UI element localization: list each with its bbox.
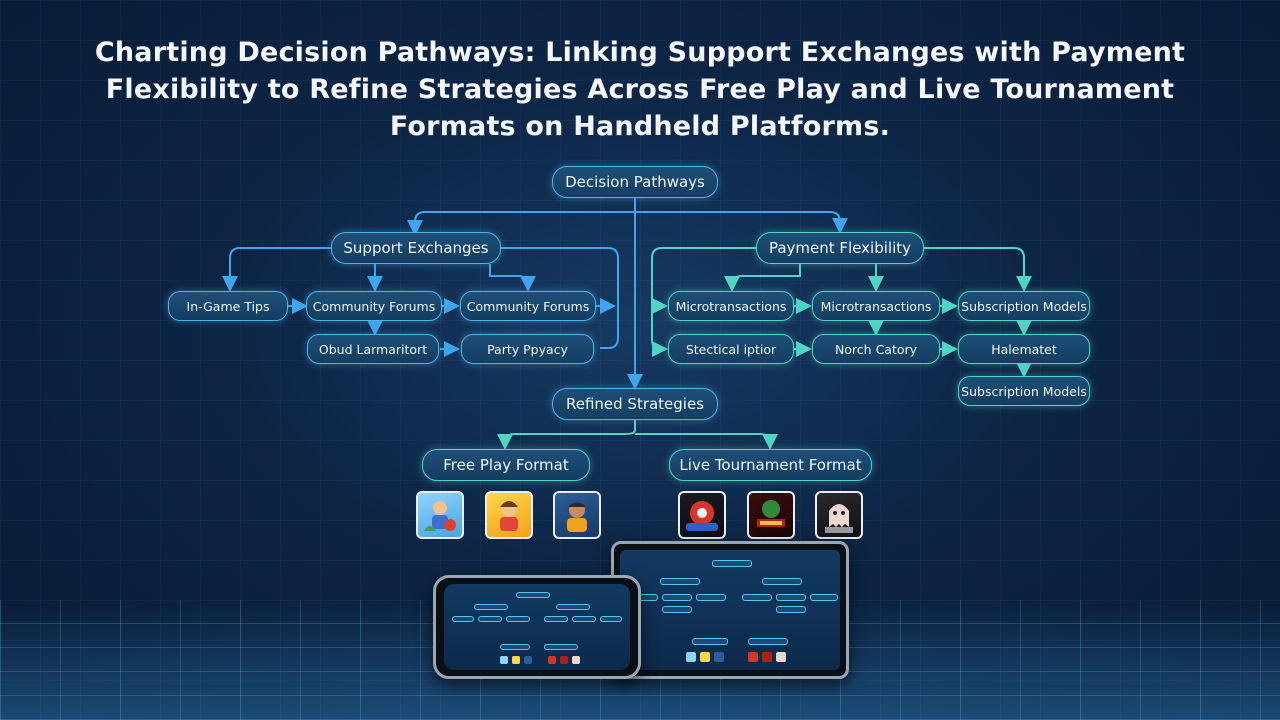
node-refined-strategies[interactable]: Refined Strategies [552, 388, 718, 420]
edge-support-left [222, 247, 332, 292]
node-microtransactions-1[interactable]: Microtransactions [668, 291, 794, 321]
edge-root-payment [635, 211, 848, 234]
page-title: Charting Decision Pathways: Linking Supp… [94, 37, 1186, 142]
farmer-character-icon[interactable] [416, 491, 464, 539]
node-payment-flexibility[interactable]: Payment Flexibility [756, 232, 924, 264]
red-robot-icon[interactable] [678, 491, 726, 539]
node-obud-larmaritort[interactable]: Obud Larmaritort [307, 334, 439, 364]
node-microtransactions-2[interactable]: Microtransactions [812, 291, 940, 321]
node-subscription-models-2[interactable]: Subscription Models [958, 376, 1090, 406]
node-community-forums-2[interactable]: Community Forums [460, 291, 596, 321]
edge-root-support [407, 198, 636, 236]
edge-payment-micro1 [724, 264, 801, 292]
edge-refined-freeplay [497, 420, 636, 450]
node-subscription-models-1[interactable]: Subscription Models [958, 291, 1090, 321]
node-decision-pathways[interactable]: Decision Pathways [552, 166, 718, 198]
phone-device [433, 575, 641, 679]
edge-payment-sub1 [922, 247, 1032, 292]
tablet-screen-diagram [620, 550, 840, 670]
node-halematet[interactable]: Halematet [958, 334, 1090, 364]
node-support-exchanges[interactable]: Support Exchanges [331, 232, 501, 264]
edge-refined-live [635, 433, 778, 450]
battle-arena-icon[interactable] [747, 491, 795, 539]
tablet-device [611, 541, 849, 679]
node-stectical-iptior[interactable]: Stectical iptior [668, 334, 794, 364]
ghost-character-icon[interactable] [815, 491, 863, 539]
node-free-play-format[interactable]: Free Play Format [422, 449, 590, 481]
boy-character-icon[interactable] [553, 491, 601, 539]
node-party-ppyacy[interactable]: Party Ppyacy [461, 334, 594, 364]
node-community-forums-1[interactable]: Community Forums [306, 291, 442, 321]
edge-support-cf2 [489, 264, 536, 292]
girl-character-icon[interactable] [485, 491, 533, 539]
phone-screen-diagram [444, 584, 630, 670]
node-norch-catory[interactable]: Norch Catory [812, 334, 940, 364]
node-live-tournament-format[interactable]: Live Tournament Format [669, 449, 872, 481]
node-in-game-tips[interactable]: In-Game Tips [168, 291, 288, 321]
